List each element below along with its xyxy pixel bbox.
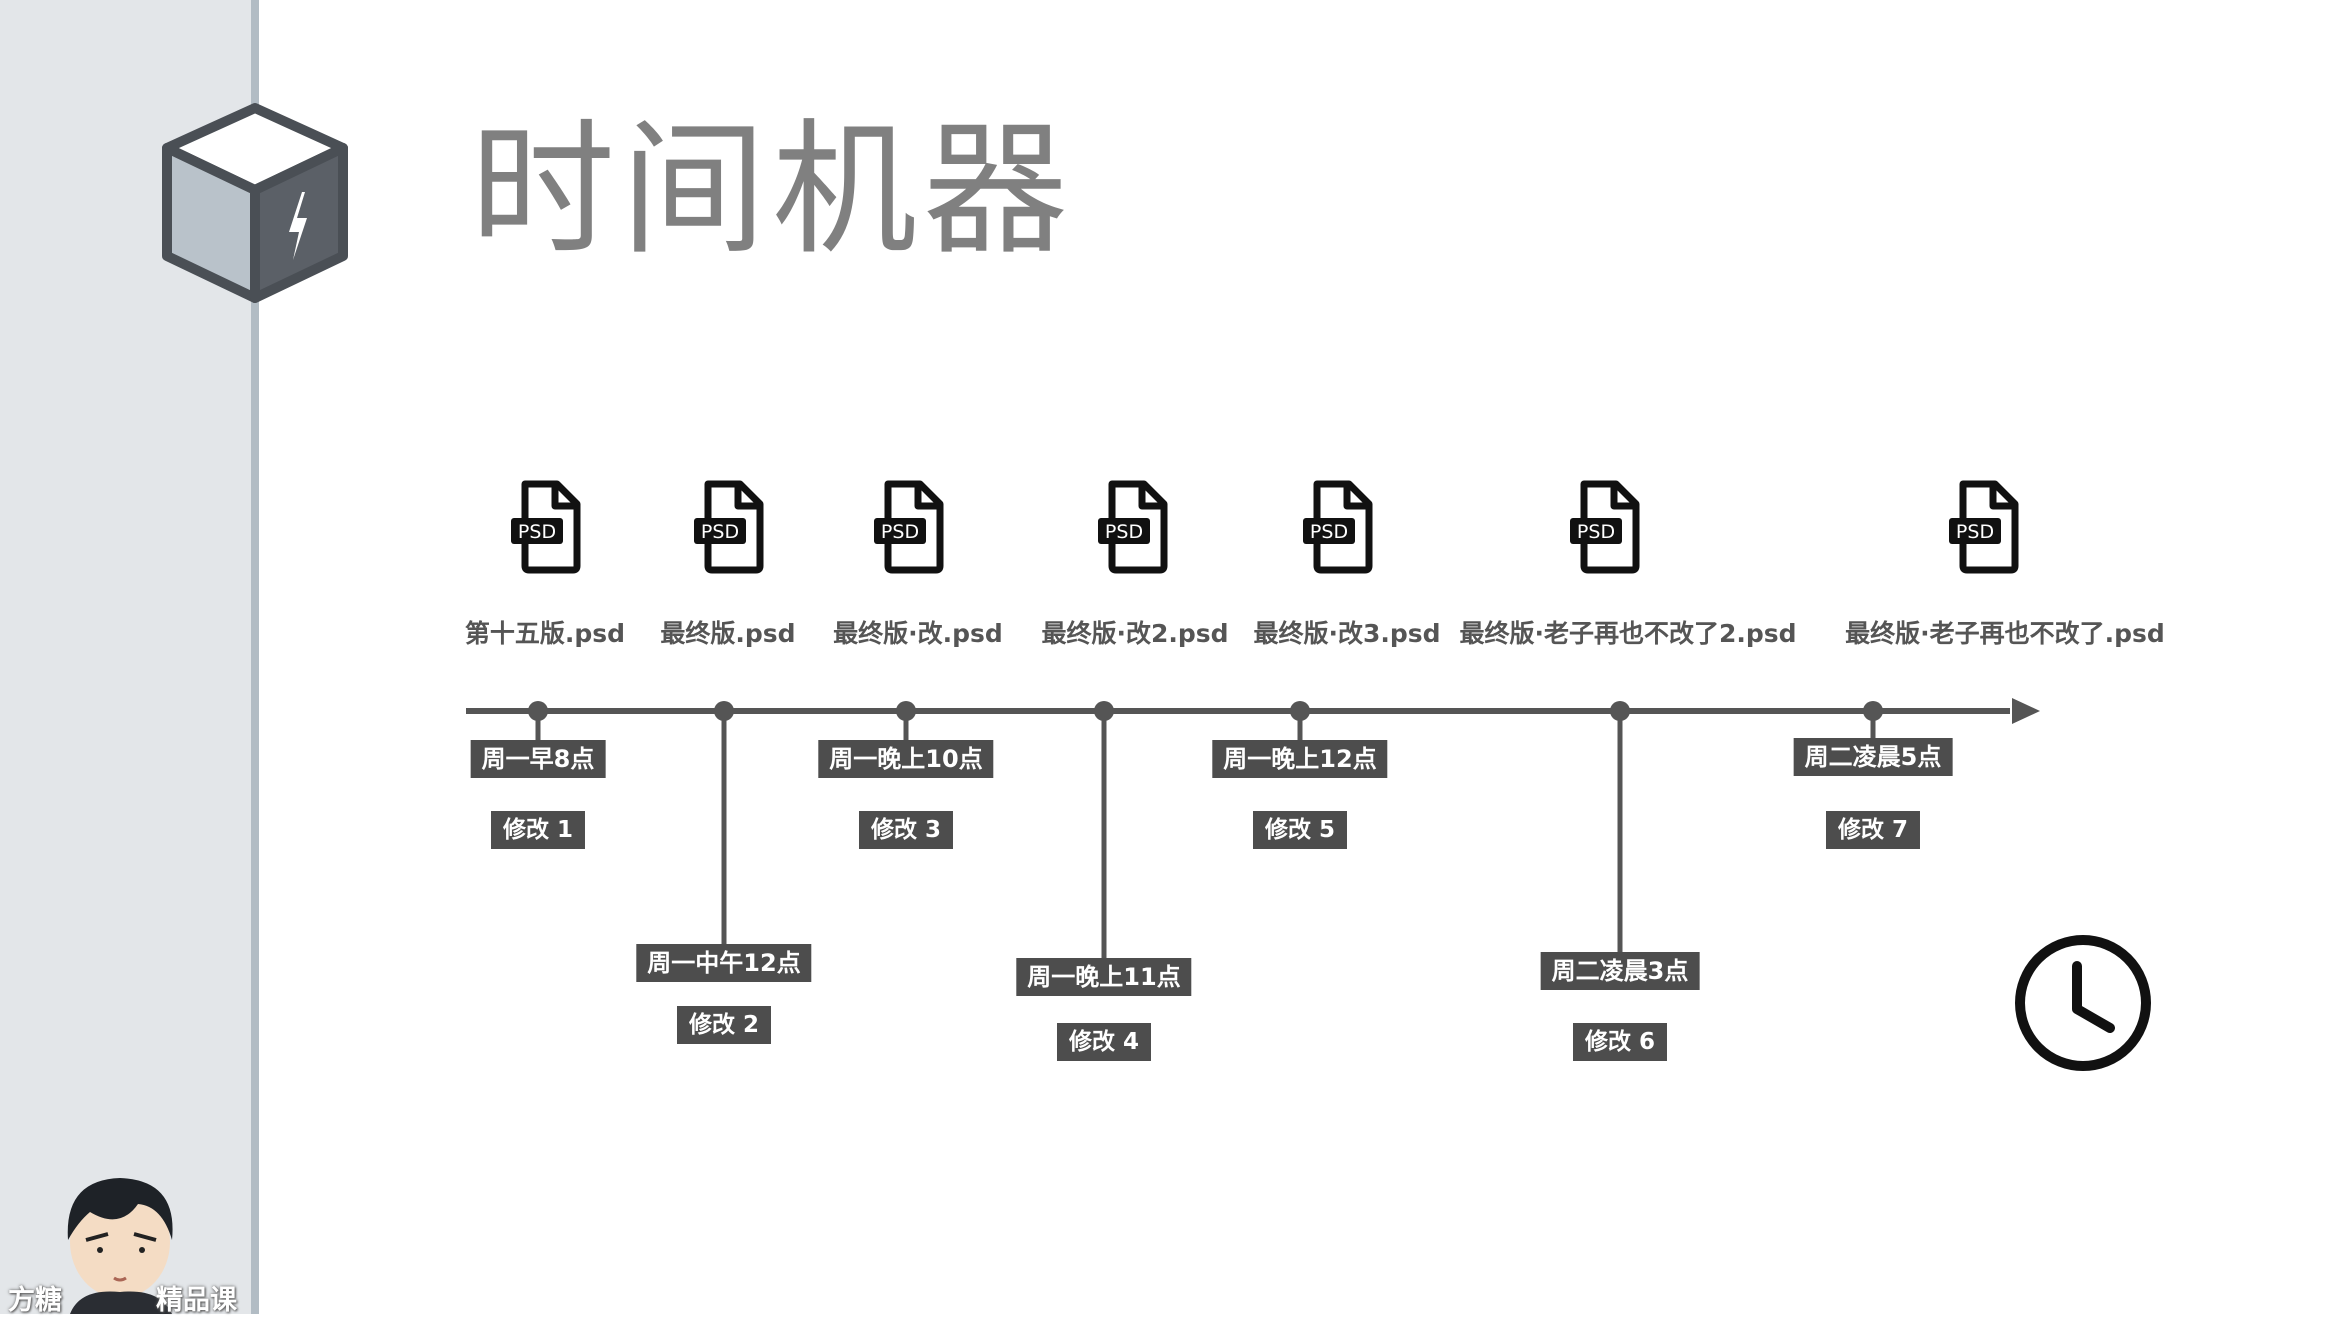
file-fold bbox=[1343, 484, 1369, 510]
psd-badge bbox=[1098, 518, 1150, 544]
psd-file-icon: PSD bbox=[1570, 480, 1640, 574]
psd-badge bbox=[874, 518, 926, 544]
revision-number-tag: 修改 2 bbox=[676, 1006, 772, 1044]
timeline-node bbox=[1610, 701, 1630, 721]
psd-file-icon: PSD bbox=[511, 480, 581, 574]
revision-time-tag: 周一晚上11点 bbox=[1016, 958, 1192, 996]
file-fold bbox=[1138, 484, 1164, 510]
revision-number-tag: 修改 6 bbox=[1572, 1023, 1668, 1061]
brand-right-text: 精品课 bbox=[156, 1285, 237, 1316]
file-name-label: 最终版·改2.psd bbox=[1041, 619, 1229, 648]
revision-number-tag: 修改 4 bbox=[1056, 1023, 1152, 1061]
psd-badge-text: PSD bbox=[881, 521, 919, 543]
psd-badge-text: PSD bbox=[1956, 521, 1994, 543]
file-name-label: 最终版.psd bbox=[660, 619, 796, 648]
file-name-label: 最终版·改.psd bbox=[833, 619, 1003, 648]
revision-time-tag: 周一中午12点 bbox=[636, 944, 812, 982]
revision-number-tag: 修改 3 bbox=[858, 811, 954, 849]
page-title: 时间机器 bbox=[470, 106, 1074, 275]
timeline-node bbox=[1290, 701, 1310, 721]
psd-badge-text: PSD bbox=[518, 521, 556, 543]
file-fold bbox=[734, 484, 760, 510]
file-fold bbox=[914, 484, 940, 510]
revision-number-tag: 修改 5 bbox=[1252, 811, 1348, 849]
file-name-label: 最终版·老子再也不改了.psd bbox=[1845, 619, 2165, 648]
timeline-node bbox=[528, 701, 548, 721]
psd-badge-text: PSD bbox=[1105, 521, 1143, 543]
psd-badge bbox=[1949, 518, 2001, 544]
avatar-icon bbox=[67, 1178, 173, 1314]
file-fold bbox=[1989, 484, 2015, 510]
sidebar-divider bbox=[251, 0, 259, 1314]
psd-badge-text: PSD bbox=[1577, 521, 1615, 543]
brand-left-text: 方糖 bbox=[8, 1285, 62, 1316]
file-name-label: 第十五版.psd bbox=[464, 619, 626, 648]
timeline-lines-layer bbox=[466, 698, 2040, 958]
psd-file-icon: PSD bbox=[694, 480, 764, 574]
revision-time-tag: 周二凌晨5点 bbox=[1793, 738, 1953, 776]
psd-badge bbox=[511, 518, 563, 544]
psd-file-icon: PSD bbox=[1098, 480, 1168, 574]
psd-badge bbox=[694, 518, 746, 544]
clock-icon bbox=[2015, 935, 2151, 1071]
psd-badge bbox=[1570, 518, 1622, 544]
revision-time-tag: 周一早8点 bbox=[470, 740, 606, 778]
file-fold bbox=[1610, 484, 1636, 510]
psd-badge-text: PSD bbox=[1310, 521, 1348, 543]
revision-time-tag: 周二凌晨3点 bbox=[1540, 952, 1700, 990]
psd-file-icon: PSD bbox=[874, 480, 944, 574]
file-fold bbox=[551, 484, 577, 510]
revision-number-tag: 修改 7 bbox=[1825, 811, 1921, 849]
timeline-node bbox=[1863, 701, 1883, 721]
psd-file-icon: PSD bbox=[1303, 480, 1373, 574]
psd-badge bbox=[1303, 518, 1355, 544]
file-name-label: 最终版·老子再也不改了2.psd bbox=[1459, 619, 1797, 648]
file-icons-layer: PSD PSD PSD PSD PSD PSD PSD bbox=[511, 480, 2019, 574]
cube-lightning-icon bbox=[162, 103, 348, 303]
file-name-label: 最终版·改3.psd bbox=[1253, 619, 1441, 648]
psd-file-icon: PSD bbox=[1949, 480, 2019, 574]
revision-time-tag: 周一晚上12点 bbox=[1212, 740, 1388, 778]
timeline-arrowhead bbox=[2012, 698, 2040, 724]
timeline-node bbox=[896, 701, 916, 721]
timeline-node bbox=[714, 701, 734, 721]
revision-time-tag: 周一晚上10点 bbox=[818, 740, 994, 778]
psd-badge-text: PSD bbox=[701, 521, 739, 543]
revision-number-tag: 修改 1 bbox=[490, 811, 586, 849]
timeline-node bbox=[1094, 701, 1114, 721]
